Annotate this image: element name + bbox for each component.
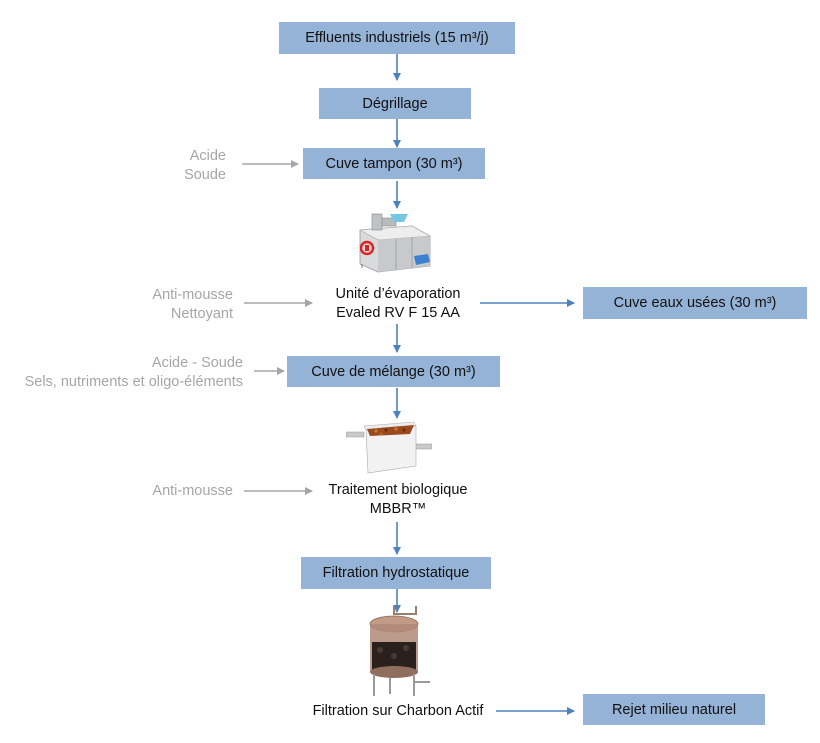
input-melange-1: Acide - Soude [151, 355, 243, 371]
step-evaporation: Unité d’évaporation Evaled RV F 15 AA [318, 285, 478, 323]
inputs-bio: Anti-mousse [152, 483, 233, 499]
charcoal-filter-image [369, 606, 430, 696]
inputs-melange: Acide - Soude Sels, nutriments et oligo-… [0, 354, 243, 392]
bio-label-line1: Traitement biologique [328, 482, 468, 498]
input-evap-2: Nettoyant [170, 306, 233, 322]
step-cuve-eaux-usees: Cuve eaux usées (30 m³) [583, 287, 807, 319]
evaporation-label-line2: Evaled RV F 15 AA [336, 305, 460, 321]
input-tampon-1: Acide [189, 148, 226, 164]
step-filtration-charbon: Filtration sur Charbon Actif [312, 703, 484, 719]
step-traitement-biologique: Traitement biologique MBBR™ [314, 481, 482, 519]
evaporation-label-line1: Unité d’évaporation [335, 286, 461, 302]
step-rejet: Rejet milieu naturel [583, 694, 765, 725]
inputs-evaporation: Anti-mousse Nettoyant [120, 286, 233, 324]
inputs-tampon: Acide Soude [150, 147, 226, 185]
step-degrillage: Dégrillage [319, 88, 471, 119]
input-evap-1: Anti-mousse [152, 287, 233, 303]
step-effluents: Effluents industriels (15 m³/j) [279, 22, 515, 54]
input-melange-2: Sels, nutriments et oligo-éléments [24, 374, 243, 390]
bio-label-line2: MBBR™ [369, 501, 427, 517]
step-cuve-melange: Cuve de mélange (30 m³) [287, 356, 500, 387]
input-tampon-2: Soude [184, 167, 226, 183]
step-cuve-tampon: Cuve tampon (30 m³) [303, 148, 485, 179]
evaporator-unit-image [358, 213, 432, 273]
mbbr-tank-image [346, 421, 432, 474]
step-filtration-hydrostatique: Filtration hydrostatique [301, 557, 491, 589]
